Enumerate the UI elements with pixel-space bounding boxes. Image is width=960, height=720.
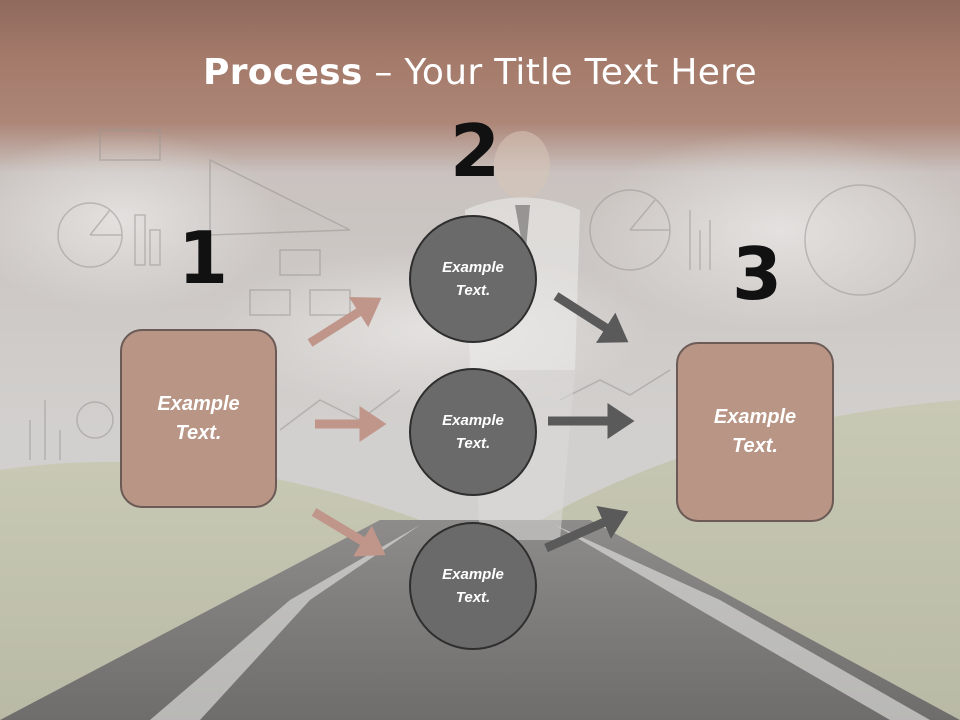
step-3-box: Example Text. <box>676 342 834 522</box>
step-3-text-line2: Text. <box>732 435 778 457</box>
title-rest-part: – Your Title Text Here <box>362 52 757 93</box>
step-number-2: 2 <box>450 109 501 193</box>
process-circle-bottom: Example Text. <box>409 522 537 650</box>
step-number-3: 3 <box>732 232 783 316</box>
title-bold-part: Process <box>203 52 363 93</box>
step-number-1: 1 <box>178 216 229 300</box>
circle-middle-text-line2: Text. <box>455 435 491 452</box>
circle-top-text-line2: Text. <box>455 282 491 299</box>
step-3-text-line1: Example <box>713 406 797 428</box>
process-circle-middle: Example Text. <box>409 368 537 496</box>
step-1-text-line1: Example <box>157 392 240 415</box>
arrow-left-up-icon <box>307 297 382 347</box>
circle-top-text-line1: Example <box>442 259 504 276</box>
step-1-box: Example Text. <box>120 329 277 508</box>
circle-bottom-text-line1: Example <box>442 566 504 583</box>
slide-title: Process – Your Title Text Here <box>0 52 960 93</box>
step-1-text-line2: Text. <box>175 421 222 444</box>
process-circle-top: Example Text. <box>409 215 537 343</box>
arrow-right-up-icon <box>544 506 629 553</box>
circle-bottom-text-line2: Text. <box>455 589 491 606</box>
arrow-right-down-icon <box>553 292 629 343</box>
circle-middle-text-line1: Example <box>442 412 504 429</box>
arrow-left-down-icon <box>311 508 386 557</box>
